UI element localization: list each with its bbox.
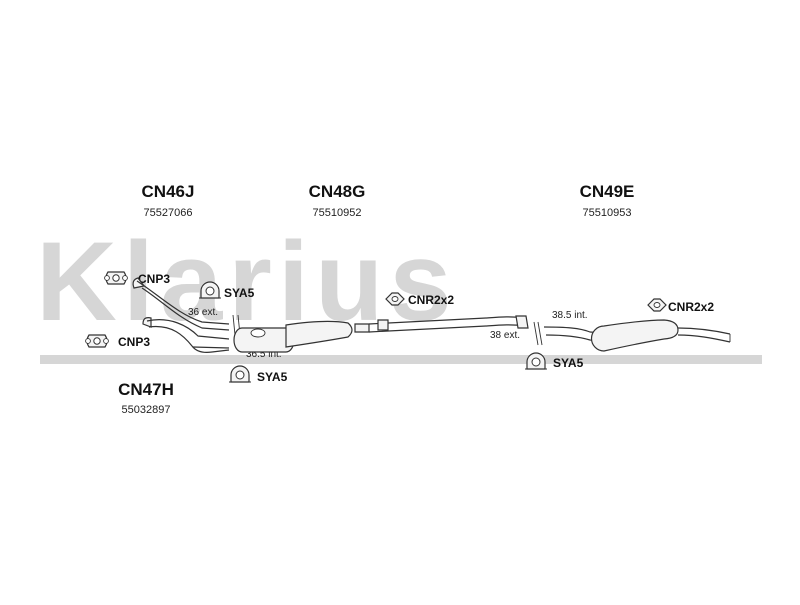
clamp-rear: SYA5 xyxy=(525,352,584,370)
gasket-lower: CNP3 xyxy=(85,334,150,349)
part-name: CN49E xyxy=(580,182,635,201)
rear-joint: 38.5 int. 38 ext. xyxy=(490,310,588,346)
part-label-cn49e: CN49E 75510953 xyxy=(580,182,635,219)
watermark-bar xyxy=(40,355,762,364)
part-label-cn47h: CN47H 55032897 xyxy=(118,380,174,416)
part-name: CN48G xyxy=(309,182,366,201)
clamp-label: SYA5 xyxy=(224,286,255,300)
gasket-icon xyxy=(104,271,128,285)
part-label-cn46j: CN46J 75527066 xyxy=(142,182,195,219)
part-number: 55032897 xyxy=(122,404,171,416)
part-number: 75527066 xyxy=(144,207,193,219)
rubber-mount-label: CNR2x2 xyxy=(668,300,714,314)
gasket-label: CNP3 xyxy=(118,335,150,349)
dimension-label: 36 ext. xyxy=(188,307,218,318)
clamp-icon xyxy=(229,365,251,383)
clamp-front: SYA5 xyxy=(199,281,255,300)
dimension-label: 38.5 int. xyxy=(552,310,588,321)
clamp-center: SYA5 xyxy=(229,365,288,384)
dimension-label: 36.5 int. xyxy=(246,349,282,360)
front-pipe-upper-drawing xyxy=(132,277,230,331)
clamp-icon xyxy=(199,281,221,299)
dimension-label: 38 ext. xyxy=(490,330,520,341)
front-pipe-lower-drawing xyxy=(142,317,230,353)
part-number: 75510953 xyxy=(583,207,632,219)
rear-muffler-drawing xyxy=(543,319,731,352)
part-number: 75510952 xyxy=(313,207,362,219)
part-label-cn48g: CN48G 75510952 xyxy=(309,182,366,219)
rubber-mount-label: CNR2x2 xyxy=(408,293,454,307)
gasket-label: CNP3 xyxy=(138,272,170,286)
part-name: CN47H xyxy=(118,380,174,399)
rubber-mount-icon xyxy=(647,298,667,312)
rubber-mount-mid: CNR2x2 xyxy=(385,292,454,307)
rubber-mount-rear: CNR2x2 xyxy=(647,298,714,314)
clamp-label: SYA5 xyxy=(553,356,584,370)
gasket-icon xyxy=(85,334,109,348)
watermark-text: Klarius xyxy=(36,219,458,344)
clamp-icon xyxy=(525,352,547,370)
gasket-upper: CNP3 xyxy=(104,271,170,286)
rubber-mount-icon xyxy=(385,292,405,306)
center-muffler-drawing xyxy=(233,315,529,353)
clamp-label: SYA5 xyxy=(257,370,288,384)
part-name: CN46J xyxy=(142,182,195,201)
